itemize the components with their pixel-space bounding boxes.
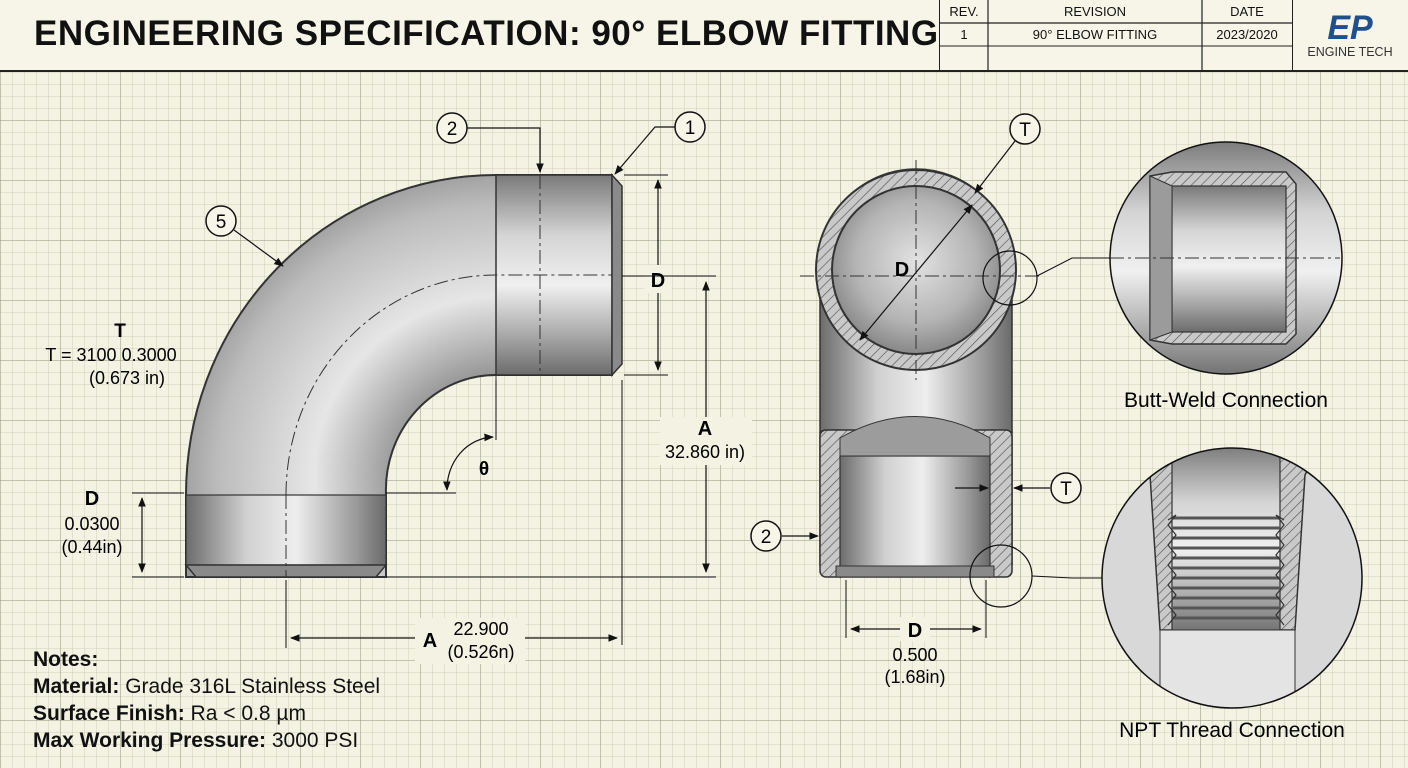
d-bottom-label: D [908,620,922,642]
d-inches-left: (0.44in) [61,537,122,557]
a-value-right: 32.860 in) [665,442,745,462]
d-dimension-right: D [624,174,672,376]
rev-header: REV. [949,4,979,19]
note-surface-value: Ra < 0.8 µm [184,702,306,725]
note-surface-key: Surface Finish: [33,702,185,725]
theta-angle: θ [443,433,494,491]
title-block: ENGINEERING SPECIFICATION: 90° ELBOW FIT… [0,0,1408,72]
callout-2-side: 2 [436,112,544,173]
callout-1-side: 1 [614,111,706,175]
revision-table: REV. REVISION DATE 1 90° ELBOW FITTING 2… [939,0,1293,70]
d-label-right: D [651,270,665,292]
t-callout-top: T [974,113,1041,194]
d-value-left: 0.0300 [64,514,119,534]
d-dimension-section: D 0.500 (1.68in) [845,580,987,687]
d-bottom-inches: (1.68in) [884,667,945,687]
a-dimension-bottom: A 22.900 (0.526n) [285,580,618,664]
butt-weld-detail: Butt-Weld Connection [1109,141,1343,412]
callout-2-section-text: 2 [761,527,772,548]
rev-number: 1 [960,27,968,42]
revision-date: 2023/2020 [1216,27,1278,42]
revision-header: REVISION [1063,4,1127,19]
t-inches-side: (0.673 in) [89,368,165,388]
elbow-side-view [184,150,623,578]
t-callout-side: T [955,472,1082,504]
logo-mark: EP [1327,9,1373,46]
note-material: Material: Grade 316L Stainless Steel [33,673,380,700]
note-pressure-key: Max Working Pressure: [33,729,267,752]
callout-5-side-text: 5 [216,212,227,233]
notes-heading: Notes: [33,648,99,671]
notes-block: Notes: Material: Grade 316L Stainless St… [33,646,380,754]
revision-grid [940,0,1292,70]
d-inner-label: D [895,259,909,281]
npt-label: NPT Thread Connection [1119,719,1345,742]
a-dimension-right: A 32.860 in) [386,275,752,645]
d-dimension-left: D 0.0300 (0.44in) [61,488,184,578]
note-material-value: Grade 316L Stainless Steel [119,675,381,698]
logo-mark-icon: EP [1327,9,1373,46]
note-material-key: Material: [33,675,120,698]
npt-thread-detail: NPT Thread Connection [1101,447,1363,742]
callout-2-side-text: 2 [447,119,458,140]
a-label-bottom: A [423,630,437,652]
logo-text: ENGINE TECH [1307,45,1393,59]
note-surface-finish: Surface Finish: Ra < 0.8 µm [33,700,380,727]
t-value-side: T = 3100 0.3000 [45,345,176,365]
note-pressure-value: 3000 PSI [266,729,359,752]
t-callout-top-text: T [1019,120,1031,141]
callout-2-section: 2 [750,520,819,552]
page-title: ENGINEERING SPECIFICATION: 90° ELBOW FIT… [34,14,939,53]
company-logo: EP ENGINE TECH [1292,0,1408,70]
butt-weld-label: Butt-Weld Connection [1124,389,1328,412]
t-callout-side-text: T [1060,479,1072,500]
a-inches-bottom: (0.526n) [447,642,514,662]
date-header: DATE [1230,4,1264,19]
revision-description: 90° ELBOW FITTING [1032,27,1158,42]
elbow-section-view: D [800,160,1040,608]
a-value-bottom: 22.900 [453,619,508,639]
callout-1-side-text: 1 [685,118,696,139]
t-label-side: T [114,321,126,342]
theta-label: θ [479,459,489,480]
d-bottom-value: 0.500 [892,645,937,665]
d-label-left: D [85,488,99,510]
note-pressure: Max Working Pressure: 3000 PSI [33,727,380,754]
a-label-right: A [698,418,712,440]
callout-5-side: 5 [205,205,284,267]
